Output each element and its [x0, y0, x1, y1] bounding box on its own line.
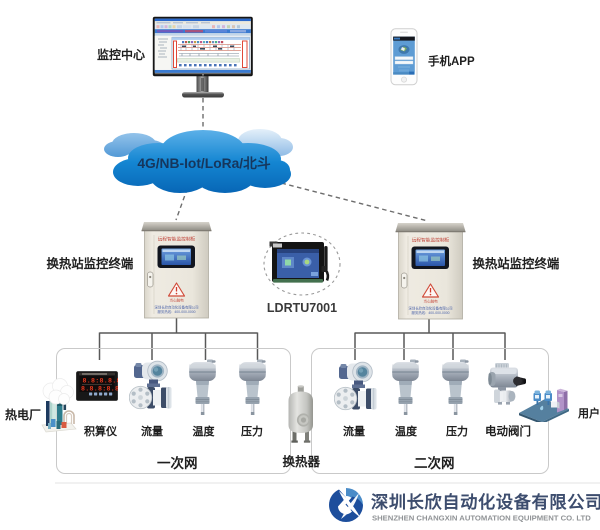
svg-text:8.8:8.8.8: 8.8:8.8.8 [83, 378, 119, 385]
svg-text:当心触电: 当心触电 [169, 297, 184, 302]
svg-text:服务热线：400-000-0000: 服务热线：400-000-0000 [157, 309, 195, 314]
svg-text:远程智能监控制柜: 远程智能监控制柜 [158, 235, 196, 242]
svg-text:SHENZHEN CHANGXIN AUTOMATION E: SHENZHEN CHANGXIN AUTOMATION EQUIPMENT C… [372, 514, 591, 523]
svg-text:8.8.8:8.8: 8.8.8:8.8 [81, 386, 118, 393]
svg-text:深圳长欣自动化设备有限公司: 深圳长欣自动化设备有限公司 [371, 492, 600, 512]
svg-text:4G/NB-Iot/LoRa/北斗: 4G/NB-Iot/LoRa/北斗 [137, 156, 271, 171]
svg-text:深圳长欣自动化设备有限公司: 深圳长欣自动化设备有限公司 [154, 304, 198, 309]
